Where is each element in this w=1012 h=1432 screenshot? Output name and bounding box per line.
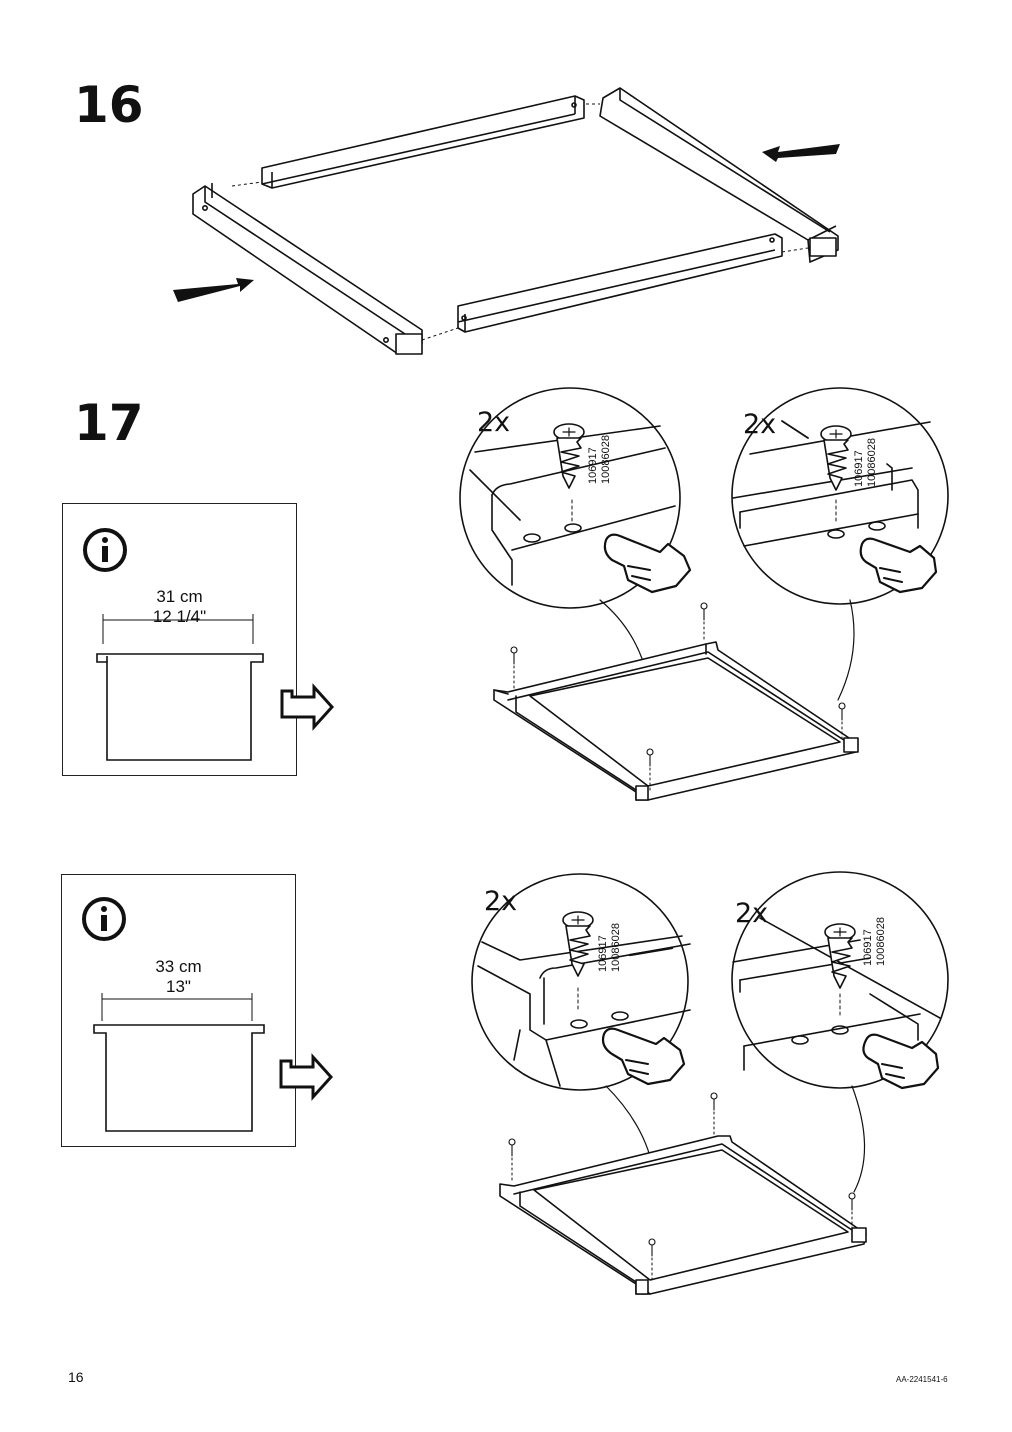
detail-illustrations-upper — [459, 387, 949, 801]
dimension-metric: 33 cm — [155, 957, 202, 976]
document-id: AA-2241541-6 — [896, 1375, 948, 1384]
zoom-circle-right — [731, 387, 949, 605]
dimension-imperial: 12 1/4" — [152, 607, 207, 626]
part-number: 106917 — [853, 450, 865, 487]
zoom-circle-left — [459, 387, 692, 609]
pointing-hand-icon — [603, 533, 692, 594]
screw-icon — [508, 1092, 856, 1257]
push-arrow-icon — [173, 278, 254, 302]
zoom-circle-left — [471, 873, 691, 1091]
info-box-31cm: 31 cm 12 1/4" — [62, 503, 297, 776]
step-number-17: 17 — [74, 394, 144, 452]
info-icon — [82, 897, 126, 941]
screw-icon — [824, 923, 856, 989]
screw-icon — [820, 425, 852, 491]
part-number: 10086028 — [600, 435, 612, 484]
quantity-label: 2x — [484, 886, 518, 917]
quantity-label: 2x — [477, 407, 511, 438]
quantity-label: 2x — [735, 898, 769, 929]
detail-illustrations-lower — [471, 871, 949, 1295]
step-number-16: 16 — [74, 76, 144, 134]
page-number: 16 — [68, 1369, 84, 1385]
pointing-hand-icon — [862, 1033, 940, 1090]
drawer-profile — [96, 614, 264, 761]
step-16-frame-illustration — [173, 87, 840, 355]
left-rail — [192, 183, 423, 355]
dimension-imperial: 13" — [166, 977, 191, 996]
part-number: 10086028 — [610, 923, 622, 972]
part-number: 106917 — [597, 935, 609, 972]
pointing-hand-icon — [601, 1027, 686, 1086]
part-number: 10086028 — [866, 438, 878, 487]
part-number: 106917 — [862, 929, 874, 966]
back-rail — [261, 95, 585, 189]
screw-icon — [553, 423, 585, 489]
frame-assembly — [499, 1135, 867, 1295]
part-number: 10086028 — [875, 917, 887, 966]
arrow-right-outline-icon — [280, 683, 335, 731]
arrow-right-outline-icon — [279, 1053, 334, 1101]
quantity-label: 2x — [743, 409, 777, 440]
info-box-33cm: 33 cm 13" — [61, 874, 296, 1147]
pointing-hand-icon — [859, 537, 938, 594]
info-icon — [83, 528, 127, 572]
screw-icon — [510, 602, 846, 767]
right-rail — [599, 87, 839, 263]
part-number: 106917 — [587, 447, 599, 484]
dimension-metric: 31 cm — [156, 587, 203, 606]
zoom-circle-right — [731, 871, 949, 1090]
push-arrow-icon — [762, 144, 840, 162]
screw-icon — [562, 911, 594, 977]
frame-assembly — [493, 641, 859, 801]
drawer-profile — [93, 993, 265, 1132]
